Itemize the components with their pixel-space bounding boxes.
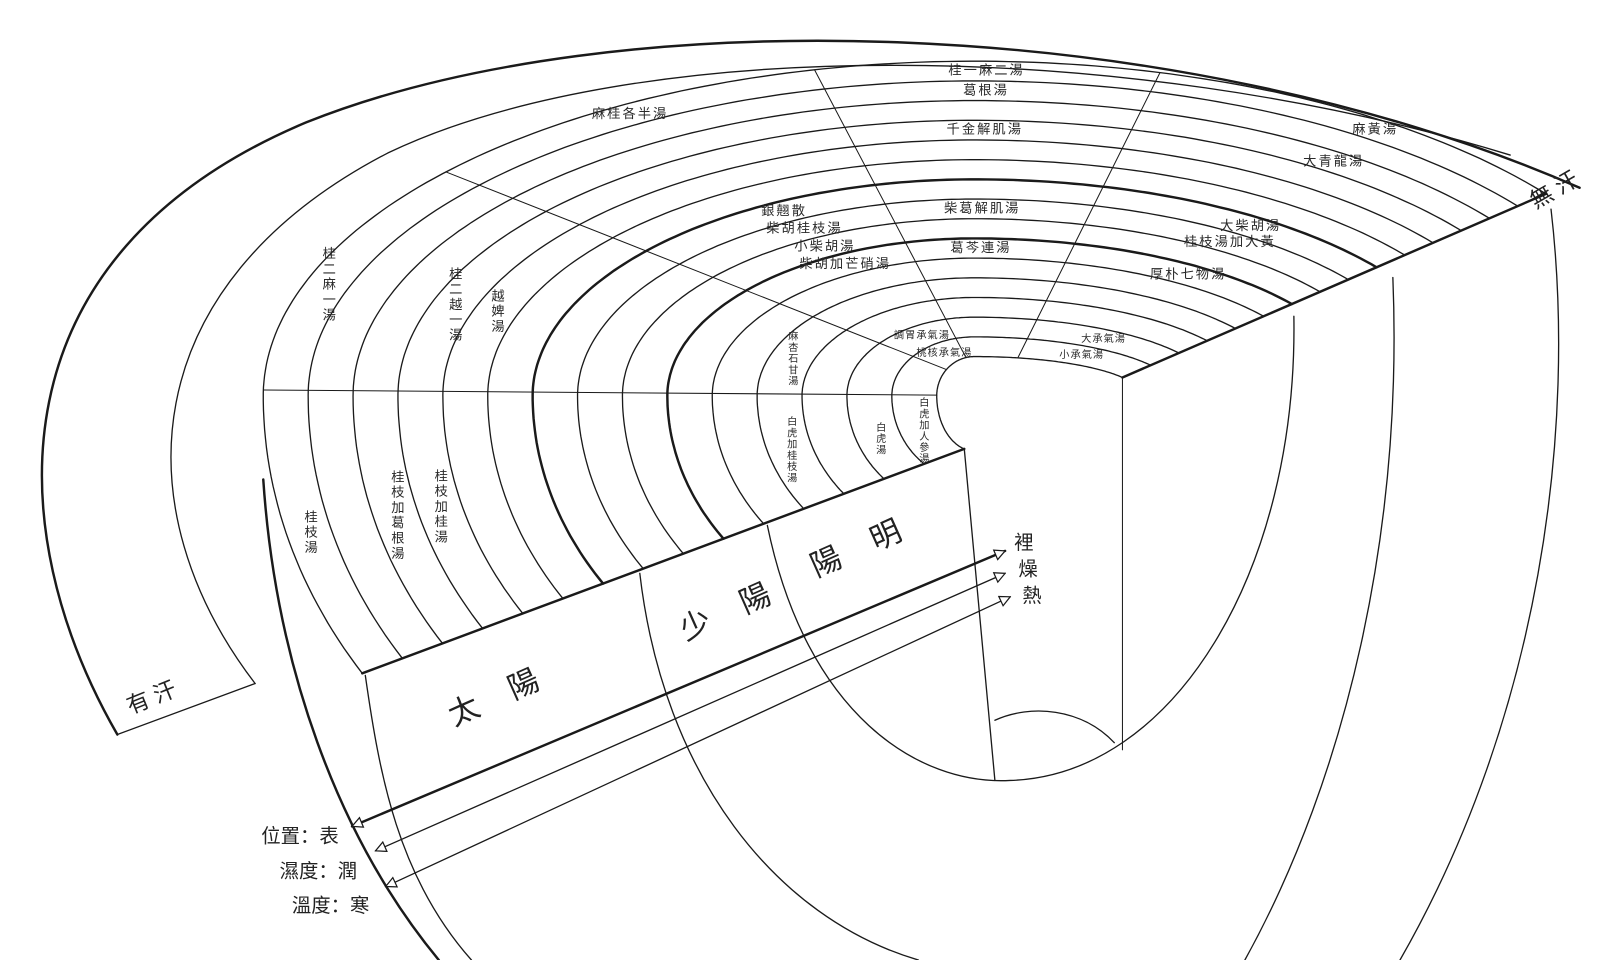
formula-label: 桂枝湯 <box>302 509 318 555</box>
ring-line <box>891 336 1152 465</box>
band-label-shaoyang: 少陽 <box>675 563 809 648</box>
formula-label: 桃核承氣湯 <box>916 346 972 359</box>
ring-line <box>621 218 1321 555</box>
formula-label: 桂枝加葛根湯 <box>388 469 404 561</box>
formula-label: 小柴胡湯 <box>794 238 855 254</box>
ring-line <box>531 178 1378 585</box>
formula-label: 大青龍湯 <box>1303 153 1364 170</box>
position-axis-arrow <box>352 551 1005 826</box>
formula-label: 小承氣湯 <box>1059 348 1104 361</box>
formula-label: 大柴胡湯 <box>1220 218 1281 234</box>
formula-label: 桂枝湯加大黃 <box>1184 234 1276 250</box>
formula-label: 白虎湯 <box>874 421 886 456</box>
right-cut-edge <box>1121 192 1548 379</box>
front-cut-edge <box>361 447 966 675</box>
ring-line <box>801 296 1208 495</box>
outer-shell-arc <box>40 39 1581 736</box>
position-axis-left-label: 位置：表 <box>261 825 339 848</box>
inner-shell-arc <box>170 64 1511 685</box>
temperature-axis-arrow <box>386 597 1010 887</box>
formula-label: 白虎加人參湯 <box>917 396 929 464</box>
band-label-yangming: 陽明 <box>805 500 939 585</box>
sector-divider-4 <box>1017 72 1161 359</box>
sector-divider-1 <box>262 389 938 396</box>
band-label-taiyang: 太陽 <box>443 649 577 734</box>
formula-label: 葛根湯 <box>963 82 1009 98</box>
formula-label: 葛芩連湯 <box>950 240 1011 256</box>
formula-label: 麻杏石甘湯 <box>786 330 798 387</box>
formula-labels: 桂枝湯 桂枝加葛根湯 桂枝加桂湯 白虎加桂枝湯 白虎湯 白虎加人參湯 桂二麻一湯 桂二越一湯 越… <box>302 63 1398 562</box>
core-bottom-arc <box>994 710 1115 744</box>
formula-label: 白虎加桂枝湯 <box>785 415 797 483</box>
temperature-axis-right-label: 熱 <box>1022 584 1041 607</box>
ring-line <box>397 119 1462 630</box>
without-sweat-label: 無汗 <box>1526 163 1588 214</box>
formula-label: 大承氣湯 <box>1081 332 1126 345</box>
humidity-axis-left-label: 濕度：潤 <box>280 859 358 882</box>
formula-label: 柴胡加芒硝湯 <box>799 256 891 272</box>
sector-divider-2 <box>445 171 947 371</box>
ring-line <box>846 316 1180 480</box>
formula-label: 越婢湯 <box>489 288 505 334</box>
shell-end-line <box>116 682 256 736</box>
shaoyang-right-wall <box>1244 276 1395 960</box>
formula-label: 千金解肌湯 <box>947 122 1023 138</box>
position-axis-right-label: 裡 <box>1014 531 1033 554</box>
concentric-rings <box>262 60 1547 674</box>
core-left-edge <box>963 448 996 782</box>
sector-divider-3 <box>813 69 967 359</box>
formula-label: 桂枝加桂湯 <box>432 468 448 545</box>
formula-label: 桂二越一湯 <box>446 266 462 343</box>
ring-line <box>307 80 1519 659</box>
formula-label: 桂一麻二湯 <box>948 63 1024 79</box>
ring-line <box>576 198 1349 570</box>
formula-label: 桂二麻一湯 <box>320 246 336 323</box>
ring-line <box>442 139 1434 615</box>
ring-line <box>666 237 1294 540</box>
axis-arrows: 位置：表 濕度：潤 溫度：寒 裡 燥 熱 <box>261 531 1042 917</box>
formula-label: 麻桂各半湯 <box>592 106 668 122</box>
ring-line <box>262 60 1547 674</box>
ring-line <box>711 257 1265 525</box>
ring-line <box>352 99 1491 645</box>
outer-left-wall <box>262 478 440 960</box>
humidity-axis-right-label: 燥 <box>1018 557 1037 580</box>
formula-label: 柴胡桂枝湯 <box>766 221 842 237</box>
outer-right-wall <box>1399 208 1560 960</box>
ring-line <box>487 158 1406 600</box>
inner-hole-ring <box>936 355 1124 450</box>
formula-label: 銀翹散 <box>761 203 807 219</box>
temperature-axis-left-label: 溫度：寒 <box>292 894 370 917</box>
formula-label: 調胃承氣湯 <box>894 329 950 342</box>
formula-label: 厚朴七物湯 <box>1150 266 1226 282</box>
ring-line <box>756 277 1237 510</box>
formula-label: 麻黃湯 <box>1352 121 1398 137</box>
sector-dividers <box>262 69 1161 396</box>
formula-label: 柴葛解肌湯 <box>944 200 1020 216</box>
